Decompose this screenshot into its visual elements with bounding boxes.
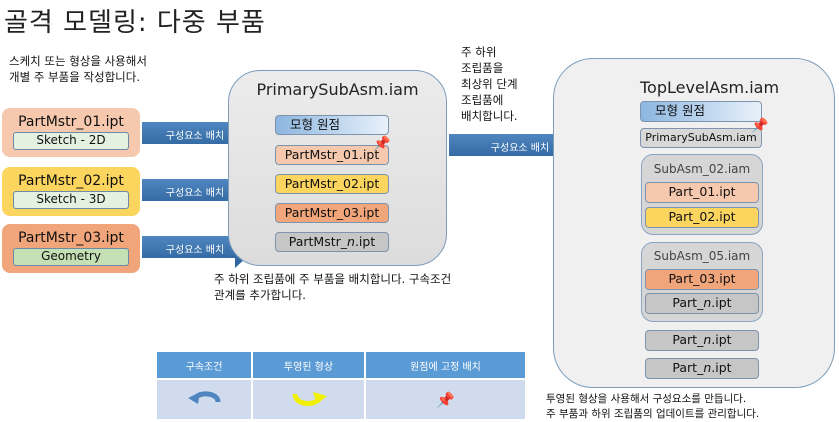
part-02: Part_02.ipt bbox=[645, 207, 759, 228]
place-arrow-label: 구성요소 배치 bbox=[165, 131, 225, 142]
place-arrow-label: 구성요소 배치 bbox=[490, 143, 550, 154]
part-source-type: Sketch - 3D bbox=[13, 191, 129, 209]
part-name: PartMstr_02.ipt bbox=[18, 173, 124, 189]
pin-icon: 📌 bbox=[373, 136, 391, 152]
top-caption: 투영된 형상을 사용해서 구성요소를 만듭니다.주 부품과 하위 조립품의 업데… bbox=[546, 393, 760, 420]
legend-header: 투영된 형상 bbox=[252, 352, 366, 379]
primary-part-1: PartMstr_01.ipt bbox=[275, 145, 389, 165]
place-arrow-label: 구성요소 배치 bbox=[165, 245, 225, 256]
projected-geometry-arrow-icon bbox=[252, 379, 366, 419]
part-source-type: Geometry bbox=[13, 248, 129, 266]
source-part-3: PartMstr_03.ipt Geometry bbox=[2, 224, 140, 273]
legend-table: 구속조건 투영된 형상 원점에 고정 배치 📌 bbox=[157, 352, 525, 419]
subassembly-05-title: SubAsm_05.iam bbox=[653, 249, 751, 263]
legend-header: 구속조건 bbox=[157, 352, 253, 379]
place-arrow-label: 구성요소 배치 bbox=[165, 188, 225, 199]
pin-icon: 📌 bbox=[436, 390, 455, 409]
subassembly-02-title: SubAsm_02.iam bbox=[653, 162, 751, 176]
part-name: PartMstr_01.ipt bbox=[18, 114, 124, 130]
part-n: Part_n.ipt bbox=[645, 293, 759, 314]
primary-part-3: PartMstr_03.ipt bbox=[275, 203, 389, 223]
part-name: PartMstr_03.ipt bbox=[18, 230, 124, 246]
top-primary-subassembly: PrimarySubAsm.iam bbox=[640, 128, 762, 148]
legend-header: 원점에 고정 배치 bbox=[410, 361, 481, 373]
part-source-type: Sketch - 2D bbox=[13, 132, 129, 150]
intro-line: 스케치 또는 형상을 사용해서 bbox=[9, 54, 147, 68]
model-origin: 모형 원점 bbox=[640, 101, 762, 122]
pin-icon: 📌 bbox=[751, 118, 769, 134]
part-01: Part_01.ipt bbox=[645, 182, 759, 203]
source-part-1: PartMstr_01.ipt Sketch - 2D bbox=[2, 108, 140, 157]
primary-title: PrimarySubAsm.iam bbox=[256, 80, 419, 99]
model-origin: 모형 원점 bbox=[275, 115, 389, 135]
constraint-arrow-icon bbox=[157, 379, 253, 419]
intro-text: 스케치 또는 형상을 사용해서 개별 주 부품을 작성합니다. bbox=[9, 53, 147, 85]
intro-line: 개별 주 부품을 작성합니다. bbox=[9, 70, 141, 84]
part-03: Part_03.ipt bbox=[645, 269, 759, 290]
primary-part-n: PartMstr_n.ipt bbox=[275, 232, 389, 252]
part-n: Part_n.ipt bbox=[645, 330, 759, 351]
part-n: Part_n.ipt bbox=[645, 358, 759, 379]
top-title: TopLevelAsm.iam bbox=[640, 78, 780, 97]
source-part-2: PartMstr_02.ipt Sketch - 3D bbox=[2, 167, 140, 216]
primary-part-2: PartMstr_02.ipt bbox=[275, 174, 389, 194]
page-title: 골격 모델링: 다중 부품 bbox=[4, 8, 266, 38]
